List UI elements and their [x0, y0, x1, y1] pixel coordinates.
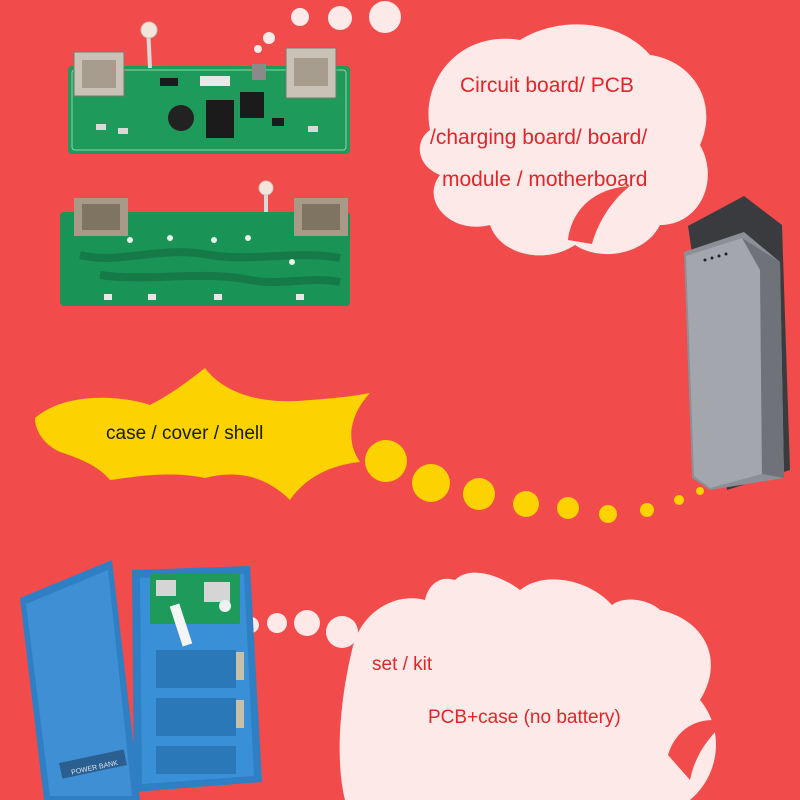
set-contents-label: PCB+case (no battery)	[428, 707, 621, 728]
thought-dot	[513, 491, 539, 517]
thought-dot	[328, 6, 352, 30]
charging-pcb-bottom	[60, 180, 350, 306]
pcb-label-line-3: module / motherboard	[442, 168, 648, 191]
thought-dot	[412, 464, 450, 502]
thought-dot	[326, 616, 358, 648]
thought-dot	[696, 487, 704, 495]
set-cloud	[339, 572, 725, 800]
case-label: case / cover / shell	[106, 423, 264, 444]
pcb-label-line-2: /charging board/ board/	[430, 126, 648, 149]
charging-pcb-top	[68, 21, 350, 154]
thought-dot	[369, 1, 401, 33]
thought-dot	[267, 613, 287, 633]
case-bubble	[35, 368, 370, 500]
silver-power-bank	[684, 196, 790, 490]
set-label: set / kit	[372, 654, 433, 675]
thought-dot	[365, 440, 407, 482]
thought-dot	[254, 45, 262, 53]
pcb-cloud	[419, 24, 708, 256]
thought-dot	[674, 495, 684, 505]
thought-dot	[640, 503, 654, 517]
thought-dot	[557, 497, 579, 519]
thought-dot	[599, 505, 617, 523]
thought-dot	[291, 8, 309, 26]
pcb-label-line-1: Circuit board/ PCB	[460, 74, 634, 97]
thought-dot	[463, 478, 495, 510]
blue-power-bank-kit: POWER BANK	[20, 560, 262, 800]
thought-dot	[263, 32, 275, 44]
thought-dot	[294, 610, 320, 636]
